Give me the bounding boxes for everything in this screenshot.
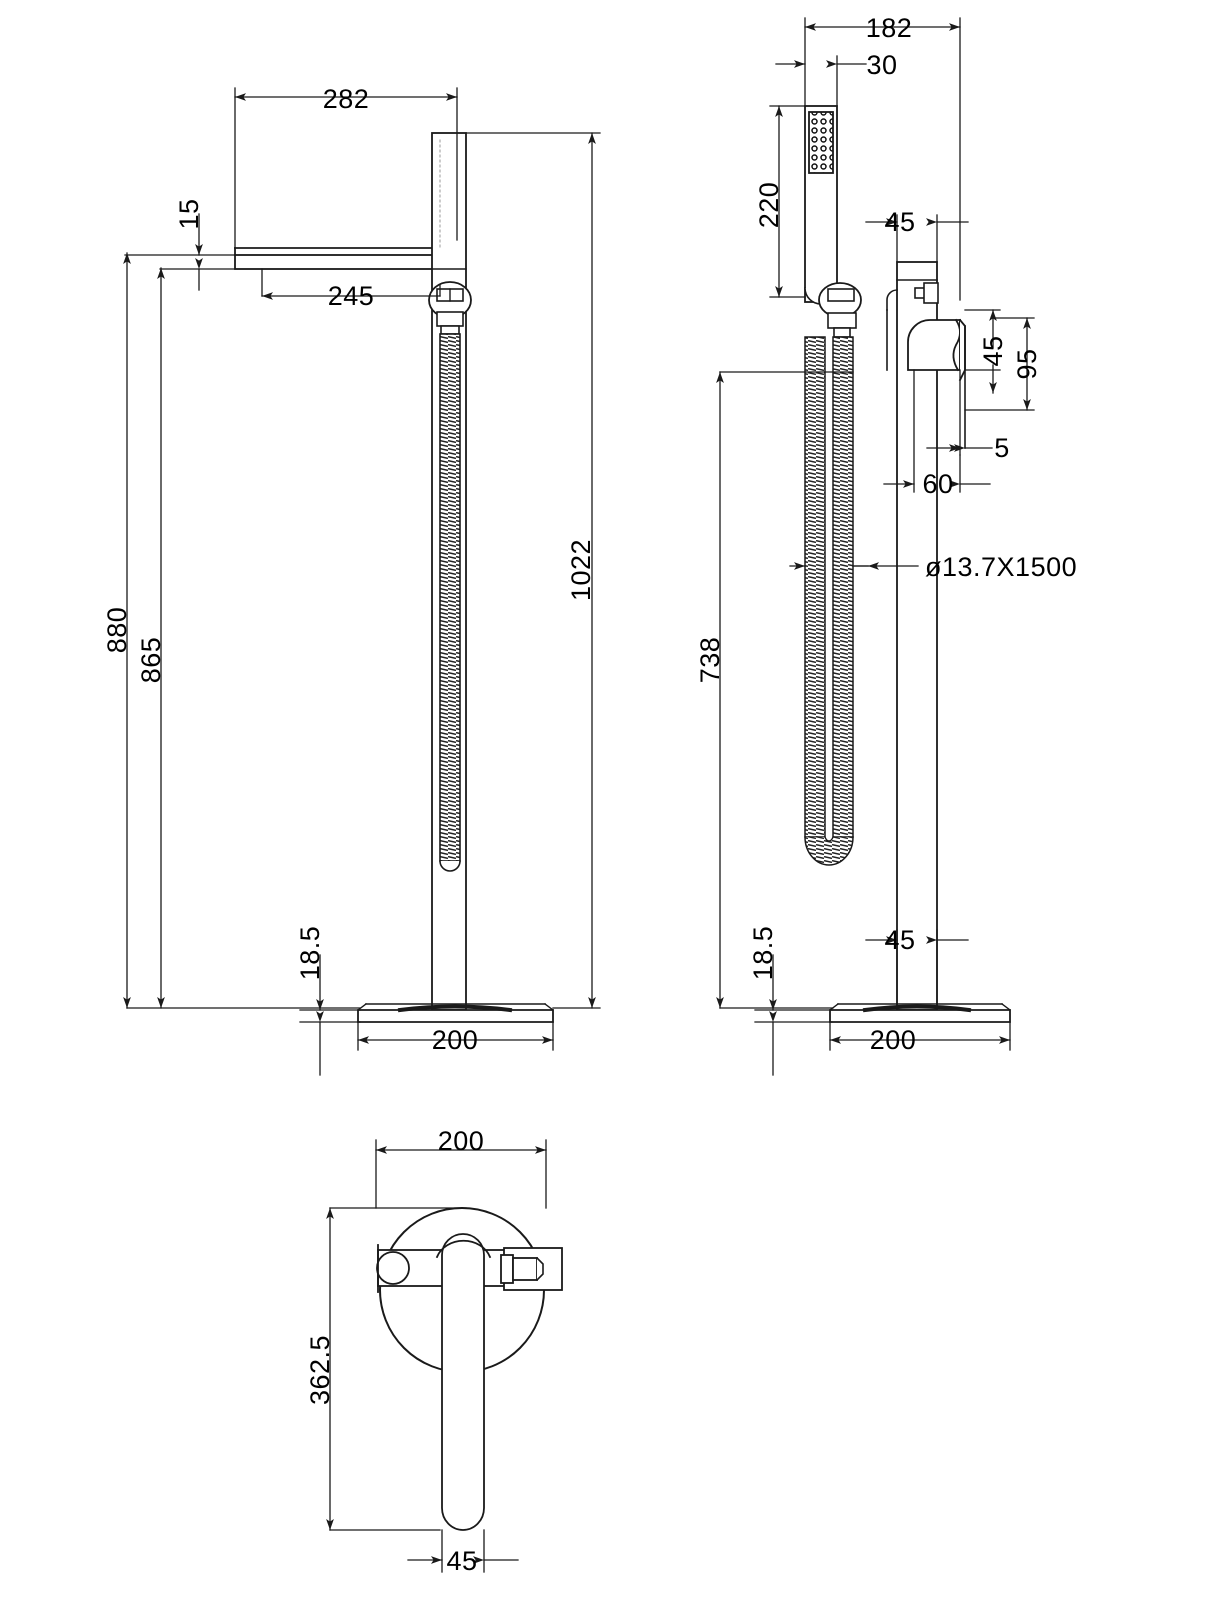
side-lever-handle: [907, 318, 966, 449]
dim-label-18-5-front: 18.5: [295, 926, 325, 981]
dim-45-body: [865, 214, 969, 263]
dim-200-plan: [375, 1139, 547, 1209]
dim-label-362-5: 362.5: [305, 1335, 335, 1405]
dim-label-200-front: 200: [432, 1025, 479, 1055]
dim-label-865: 865: [136, 637, 166, 684]
dim-200-front: [357, 1021, 554, 1051]
dim-60: [883, 369, 991, 493]
front-spout: [234, 247, 458, 270]
dim-label-45-body: 45: [884, 207, 915, 237]
dim-label-45-column: 45: [884, 925, 915, 955]
dim-label-18-5-side: 18.5: [748, 926, 778, 981]
dim-label-hose-spec: ø13.7X1500: [925, 552, 1077, 582]
plan-lever: [435, 1233, 492, 1531]
dim-5: [926, 369, 993, 456]
dim-245: [261, 268, 441, 300]
front-shower-hose: [439, 333, 461, 872]
dim-label-30: 30: [866, 50, 897, 80]
dim-label-245: 245: [328, 281, 375, 311]
plan-handset-bracket: [500, 1247, 563, 1291]
dim-label-200-plan: 200: [438, 1126, 485, 1156]
dim-label-45-lever: 45: [978, 335, 1008, 366]
dim-15: [124, 213, 236, 291]
dim-label-880: 880: [102, 607, 132, 654]
side-shower-hose: [804, 336, 854, 866]
plan-view: [326, 1139, 563, 1573]
side-elevation-view: [716, 17, 1035, 1076]
dim-label-282: 282: [323, 84, 370, 114]
side-base-plate: [829, 1003, 1011, 1023]
dim-220: [769, 105, 806, 298]
dim-label-95: 95: [1012, 348, 1042, 379]
dim-label-60: 60: [922, 469, 953, 499]
front-elevation-view: [123, 87, 601, 1076]
dim-362_5: [326, 1207, 467, 1531]
dim-45-column: [865, 929, 969, 1009]
dim-label-15: 15: [174, 198, 204, 229]
dim-label-1022: 1022: [566, 539, 596, 601]
dim-18_5-side: [754, 954, 833, 1076]
side-body-column: [886, 261, 939, 1011]
dim-182: [804, 17, 961, 301]
dim-200-side: [829, 1021, 1011, 1051]
dim-95-lever: [964, 317, 1035, 411]
dim-1022: [465, 132, 601, 1009]
dim-label-182: 182: [866, 13, 913, 43]
dimension-labels: 282 15 245 1022 880 865 18.5 200 182 30 …: [102, 13, 1077, 1576]
dim-label-200-side: 200: [870, 1025, 917, 1055]
dim-45-lever: [964, 309, 1001, 394]
dim-880: [123, 252, 361, 1009]
dim-30: [775, 55, 867, 107]
dim-label-5: 5: [994, 433, 1010, 463]
dim-label-738: 738: [695, 637, 725, 684]
dim-282: [234, 87, 458, 249]
dim-45-plan: [407, 1529, 519, 1573]
dim-label-220: 220: [754, 182, 784, 229]
front-base-plate: [357, 1003, 554, 1023]
dim-label-45-plan: 45: [446, 1546, 477, 1576]
dim-18_5: [299, 954, 361, 1076]
side-handset: [804, 105, 862, 338]
